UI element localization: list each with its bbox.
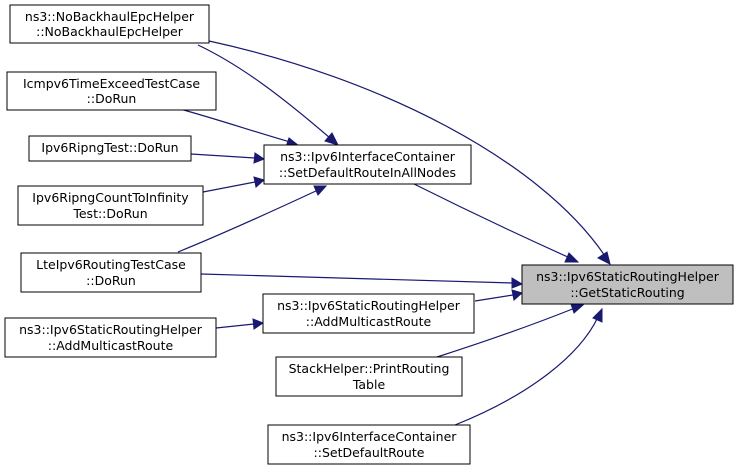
node-set-default-route-in-all-nodes-line2: ::SetDefaultRouteInAllNodes	[279, 165, 456, 180]
node-ipv6-ripng-count-to-infinity-test-line2: Test::DoRun	[72, 206, 147, 221]
node-set-default-route-in-all-nodes-line1: ns3::Ipv6InterfaceContainer	[280, 149, 456, 164]
node-stack-helper-print-routing-table-line1: StackHelper::PrintRouting	[289, 361, 450, 376]
edge-lte-to-get-static-routing	[200, 273, 524, 289]
edge-icmp-to-set-default-all	[179, 108, 301, 148]
node-ipv6-ripng-test-line1: Ipv6RipngTest::DoRun	[41, 140, 178, 155]
node-ipv6-ripng-test[interactable]: Ipv6RipngTest::DoRun	[28, 135, 192, 162]
node-no-backhaul-epc-helper-line2: ::NoBackhaulEpcHelper	[36, 24, 184, 39]
node-static-routing-helper-add-multicast-mid[interactable]: ns3::Ipv6StaticRoutingHelper ::AddMultic…	[262, 293, 475, 334]
node-static-routing-helper-add-multicast-left-line1: ns3::Ipv6StaticRoutingHelper	[19, 322, 203, 337]
node-no-backhaul-epc-helper[interactable]: ns3::NoBackhaulEpcHelper ::NoBackhaulEpc…	[9, 4, 210, 44]
edge-no-backhaul-to-set-default-all	[197, 44, 339, 146]
node-set-default-route-line2: ::SetDefaultRoute	[314, 445, 425, 460]
edge-lte-to-set-default-all	[177, 185, 328, 253]
edge-ripng-count-to-set-default-all	[202, 176, 266, 193]
node-icmpv6-time-exceed-test-case[interactable]: Icmpv6TimeExceedTestCase ::DoRun	[6, 71, 217, 111]
edge-no-backhaul-to-get-static-routing	[208, 40, 611, 265]
node-lte-ipv6-routing-test-case-line2: ::DoRun	[86, 273, 136, 288]
node-get-static-routing-line1: ns3::Ipv6StaticRoutingHelper	[536, 269, 720, 284]
node-set-default-route[interactable]: ns3::Ipv6InterfaceContainer ::SetDefault…	[267, 424, 471, 465]
edge-static-left-to-static-mid	[215, 318, 265, 330]
node-static-routing-helper-add-multicast-mid-line2: ::AddMulticastRoute	[306, 314, 432, 329]
edge-static-mid-to-get-static-routing	[474, 289, 524, 302]
node-ipv6-ripng-count-to-infinity-test-line1: Ipv6RipngCountToInfinity	[32, 190, 189, 205]
edge-set-default-to-get-static-routing	[454, 307, 603, 426]
edge-set-default-all-to-get-static-routing	[411, 182, 580, 263]
node-no-backhaul-epc-helper-line1: ns3::NoBackhaulEpcHelper	[25, 9, 195, 24]
node-get-static-routing-line2: ::GetStaticRouting	[570, 285, 684, 300]
node-lte-ipv6-routing-test-case[interactable]: LteIpv6RoutingTestCase ::DoRun	[20, 252, 202, 293]
node-lte-ipv6-routing-test-case-line1: LteIpv6RoutingTestCase	[36, 257, 186, 272]
node-icmpv6-time-exceed-test-case-line1: Icmpv6TimeExceedTestCase	[23, 76, 200, 91]
edge-ripng-to-set-default-all	[190, 152, 266, 164]
node-set-default-route-line1: ns3::Ipv6InterfaceContainer	[282, 429, 458, 444]
node-stack-helper-print-routing-table-line2: Table	[352, 377, 386, 392]
node-ipv6-ripng-count-to-infinity-test[interactable]: Ipv6RipngCountToInfinity Test::DoRun	[17, 185, 204, 226]
node-get-static-routing-focus[interactable]: ns3::Ipv6StaticRoutingHelper ::GetStatic…	[521, 264, 734, 305]
node-static-routing-helper-add-multicast-left-line2: ::AddMulticastRoute	[48, 338, 174, 353]
node-static-routing-helper-add-multicast-left[interactable]: ns3::Ipv6StaticRoutingHelper ::AddMultic…	[4, 317, 217, 358]
node-static-routing-helper-add-multicast-mid-line1: ns3::Ipv6StaticRoutingHelper	[277, 298, 461, 313]
node-icmpv6-time-exceed-test-case-line2: ::DoRun	[87, 91, 137, 106]
node-stack-helper-print-routing-table[interactable]: StackHelper::PrintRouting Table	[275, 356, 463, 397]
node-set-default-route-in-all-nodes[interactable]: ns3::Ipv6InterfaceContainer ::SetDefault…	[263, 144, 472, 185]
